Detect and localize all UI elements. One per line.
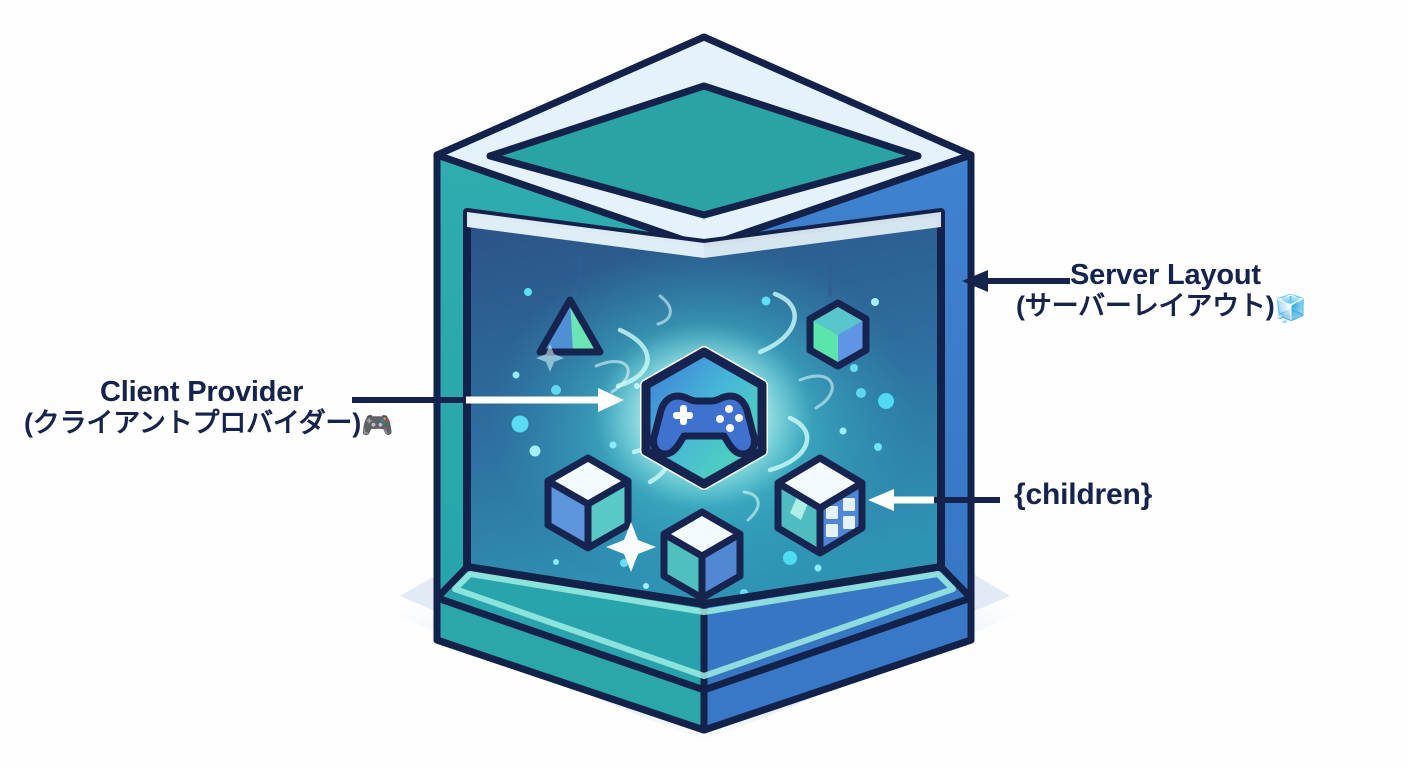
arrow-server-layout — [962, 270, 1070, 292]
cube-top-inner — [486, 82, 922, 219]
pyramid-shape — [536, 296, 604, 356]
sparkle-shape — [606, 522, 656, 572]
gamepad-hexagon — [640, 346, 768, 490]
label-client-provider-en: Client Provider — [100, 376, 304, 408]
energy-swirls-faint — [594, 294, 834, 522]
label-server-layout-en: Server Layout — [1070, 259, 1261, 291]
cube-body — [433, 33, 975, 734]
ice-cube-emoji: 🧊 — [1274, 294, 1307, 325]
label-client-provider: Client Provider (クライアントプロバイダー)🎮 — [24, 376, 393, 442]
cube-inner-rim — [467, 212, 941, 258]
hanging-strands — [578, 256, 832, 298]
label-server-layout: Server Layout (サーバーレイアウト)🧊 — [1012, 259, 1307, 325]
iso-cube-white-left — [544, 454, 632, 552]
iso-cube-white-bottom — [660, 508, 744, 602]
video-game-controller-emoji: 🎮 — [361, 411, 394, 442]
label-client-provider-jp: (クライアントプロバイダー) — [24, 408, 362, 439]
gamepad-icon — [650, 392, 758, 458]
label-children-text: {children} — [1014, 478, 1153, 511]
label-server-layout-jp: (サーバーレイアウト) — [1016, 291, 1275, 322]
dpad-icon — [673, 405, 693, 425]
arrow-client-provider — [352, 388, 624, 412]
label-client-provider-jp-line: (クライアントプロバイダー)🎮 — [24, 408, 393, 441]
arrow-children — [868, 489, 1000, 511]
label-server-layout-jp-line: (サーバーレイアウト)🧊 — [1012, 291, 1307, 324]
hex-cube-shape — [806, 299, 870, 370]
cube-base-slab — [433, 594, 975, 734]
action-buttons-icon — [716, 405, 743, 432]
iso-cube-grid-right — [774, 454, 866, 557]
label-children: {children} — [1014, 478, 1152, 512]
particle-dots — [511, 288, 894, 597]
sparkle-shape-small — [536, 344, 564, 372]
